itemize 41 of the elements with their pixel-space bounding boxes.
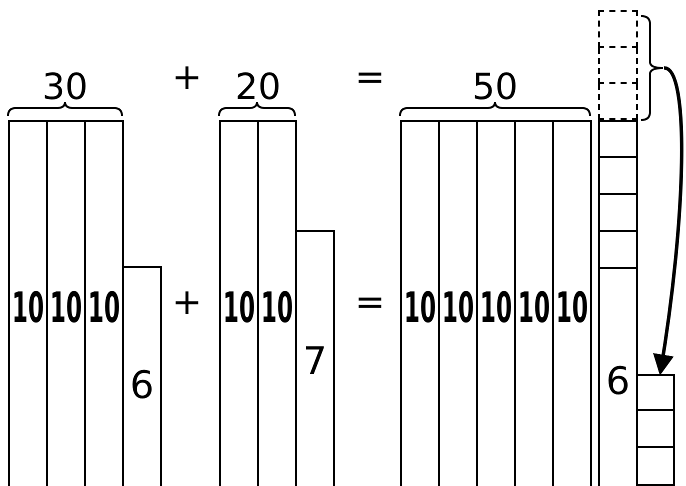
empty-box <box>598 48 638 84</box>
number-label: 10 <box>222 287 256 329</box>
ones-bar <box>297 230 335 486</box>
tens-column <box>554 120 592 486</box>
number-label: 7 <box>302 342 328 380</box>
operator-label: + <box>172 285 202 321</box>
number-label: 10 <box>442 287 474 329</box>
ones-column <box>598 120 638 486</box>
number-label: 10 <box>260 287 294 329</box>
number-label: 6 <box>606 362 630 400</box>
operator-label: = <box>354 285 386 321</box>
tens-column <box>8 120 48 486</box>
tens-column <box>219 120 259 486</box>
empty-box <box>598 84 638 120</box>
tens-column <box>516 120 554 486</box>
empty-box <box>598 10 638 48</box>
tens-column <box>259 120 297 486</box>
sum-label: 30 <box>42 70 88 106</box>
tens-column <box>440 120 478 486</box>
ones-bar <box>124 266 162 486</box>
ones-block <box>638 411 675 448</box>
tens-column <box>48 120 86 486</box>
number-label: 10 <box>518 287 550 329</box>
number-label: 6 <box>130 366 154 404</box>
operator-label: + <box>172 60 202 96</box>
number-label: 10 <box>50 287 82 329</box>
operator-label: = <box>354 60 386 96</box>
sum-label: 20 <box>235 70 281 106</box>
number-label: 10 <box>404 287 436 329</box>
tens-column <box>86 120 124 486</box>
ones-block <box>638 374 675 411</box>
curly-brace <box>640 14 664 122</box>
ones-block <box>638 448 675 486</box>
tens-column <box>400 120 440 486</box>
sum-label: 50 <box>472 70 518 106</box>
number-label: 10 <box>556 287 588 329</box>
number-label: 10 <box>480 287 512 329</box>
tens-column <box>478 120 516 486</box>
number-label: 10 <box>88 287 120 329</box>
curved-arrow <box>652 66 684 376</box>
number-label: 10 <box>12 287 44 329</box>
